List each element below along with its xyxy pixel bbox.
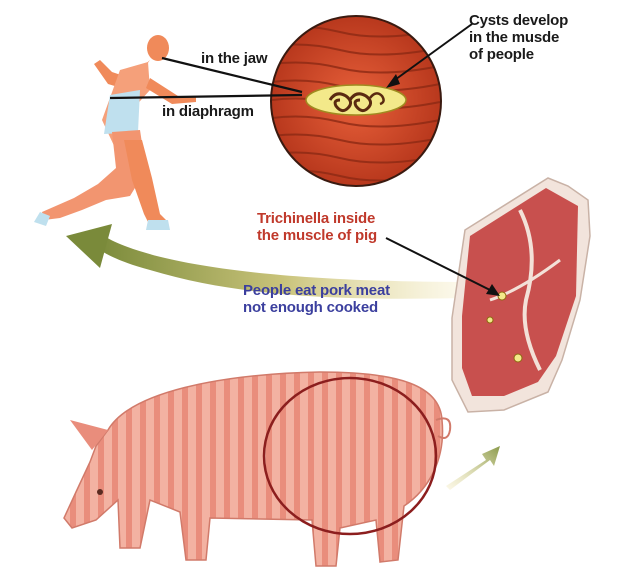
pig-eye [97,489,103,495]
arrow-pig-to-meat [446,446,500,490]
label-trichinella-line-2: the muscle of pig [257,227,377,244]
runner-shoe-front [146,220,170,230]
label-in-the-jaw: in the jaw [201,50,267,67]
label-cysts-line-1: Cysts develop [469,12,568,29]
label-people-eat-pork: People eat pork meat not enough cooked [243,282,390,316]
runner-figure [34,35,196,230]
label-cysts-develop: Cysts develop in the musde of people [469,12,568,63]
pork-meat-slab [452,178,590,412]
runner-head [147,35,169,61]
runner-arm-front [146,78,196,104]
label-trichinella-line-1: Trichinella inside [257,210,377,227]
label-people-eat-line-1: People eat pork meat [243,282,390,299]
label-cysts-line-2: in the musde [469,29,568,46]
label-in-diaphragm: in diaphragm [162,103,254,120]
human-muscle-circle [260,16,441,186]
pig-figure [64,372,450,566]
label-cysts-line-3: of people [469,46,568,63]
label-trichinella-inside-pig: Trichinella inside the muscle of pig [257,210,377,244]
label-people-eat-line-2: not enough cooked [243,299,390,316]
